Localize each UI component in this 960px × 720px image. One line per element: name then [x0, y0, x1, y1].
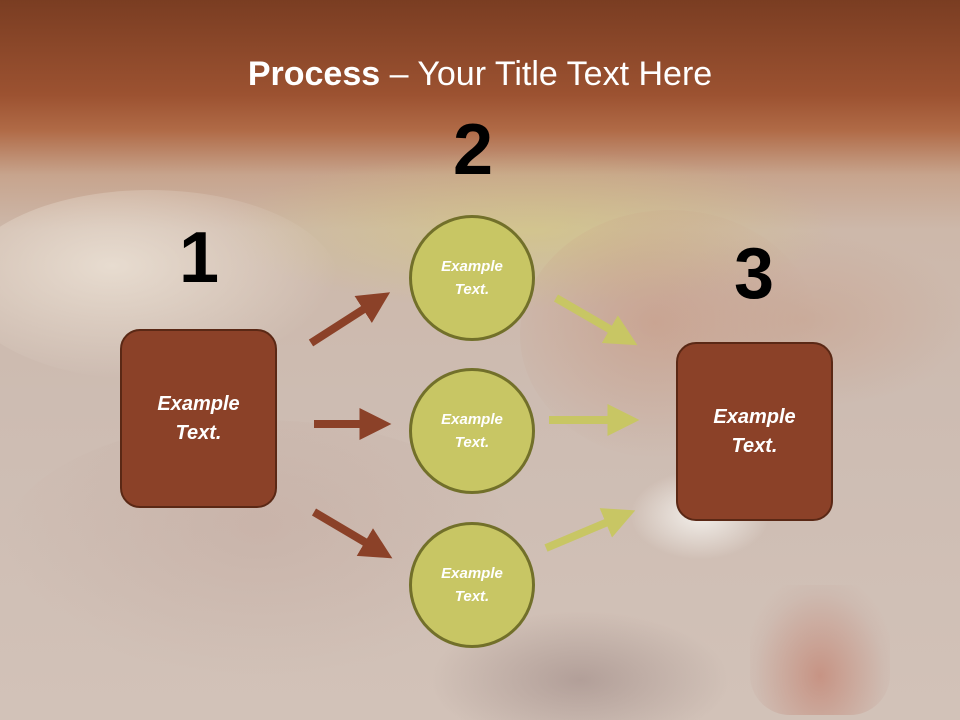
arrow-circle-top-to-box3 [553, 294, 638, 346]
arrow-circle-bottom-to-box3 [544, 508, 636, 552]
step-3-text: Example Text. [713, 405, 796, 457]
circle-middle-text: Example Text. [441, 411, 503, 451]
step-3-box: Example Text. [676, 342, 833, 521]
arrow-box1-to-circle-bottom [311, 508, 393, 559]
slide-title: Process – Your Title Text Here [0, 54, 960, 94]
circle-bottom-text: Example Text. [441, 565, 503, 605]
step-number-2: 2 [452, 110, 494, 190]
title-bold: Process [247, 55, 381, 93]
step-1-text: Example Text. [157, 392, 240, 444]
circle-top-text: Example Text. [441, 258, 503, 298]
step-2-circle-middle: Example Text. [409, 368, 535, 494]
step-2-circle-bottom: Example Text. [409, 522, 535, 648]
step-1-box: Example Text. [120, 329, 277, 508]
step-number-1: 1 [178, 218, 220, 298]
title-rest: – Your Title Text Here [380, 55, 713, 93]
background-candle [750, 585, 890, 715]
arrow-box1-to-circle-top [308, 292, 391, 347]
step-2-circle-top: Example Text. [409, 215, 535, 341]
step-number-3: 3 [733, 234, 775, 314]
